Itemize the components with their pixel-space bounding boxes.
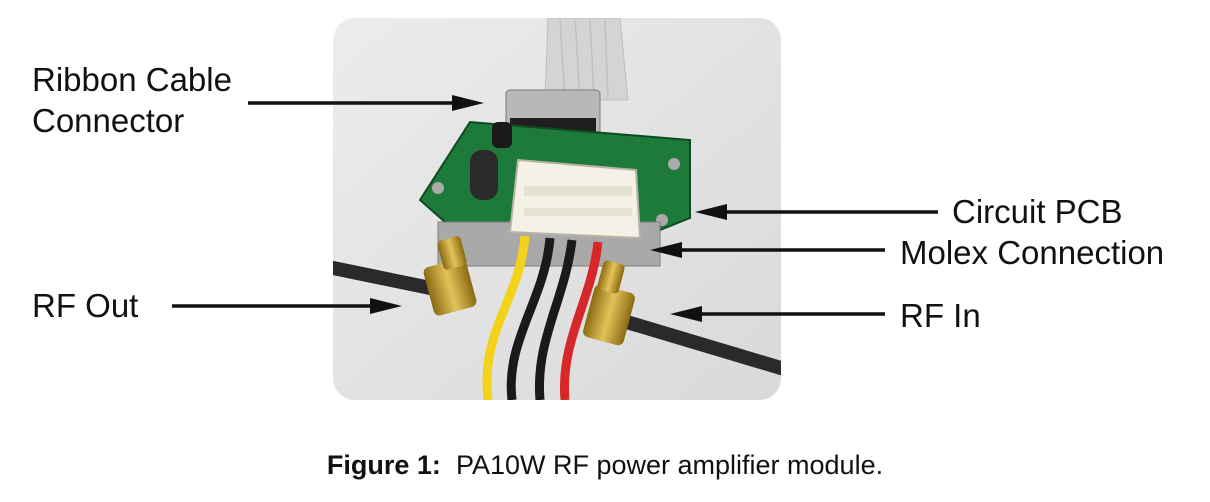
figure-caption: Figure 1: PA10W RF power amplifier modul…	[0, 450, 1210, 481]
capacitor	[470, 150, 498, 200]
rf-in-cable	[613, 313, 781, 375]
label-ribbon-cable: Ribbon Cable	[32, 61, 232, 98]
wire-black-1	[506, 237, 555, 400]
caption-text: PA10W RF power amplifier module.	[455, 450, 884, 480]
caption-prefix: Figure 1:	[326, 450, 441, 480]
label-ribbon-connector: Connector	[32, 102, 185, 139]
callout-arrows	[172, 95, 938, 322]
rf-in-sma	[583, 284, 635, 346]
arrow-molex-head	[650, 242, 682, 258]
label-rf-out: RF Out	[32, 287, 139, 324]
rf-out-sma	[423, 258, 477, 316]
molex-connector	[508, 158, 642, 240]
wire-black-2	[534, 239, 577, 400]
arrow-ribbon-head	[452, 95, 484, 111]
label-circuit-pcb: Circuit PCB	[952, 193, 1123, 230]
arrow-pcb-head	[695, 204, 727, 220]
wire-red	[559, 241, 603, 400]
label-molex-connection: Molex Connection	[900, 234, 1165, 271]
label-rf-in: RF In	[900, 297, 981, 334]
wire-yellow	[482, 235, 530, 400]
arrow-rfin-head	[670, 306, 702, 322]
ribbon-cable	[544, 18, 629, 101]
arrow-rfout-head	[370, 298, 402, 314]
rf-out-cable	[333, 261, 447, 297]
